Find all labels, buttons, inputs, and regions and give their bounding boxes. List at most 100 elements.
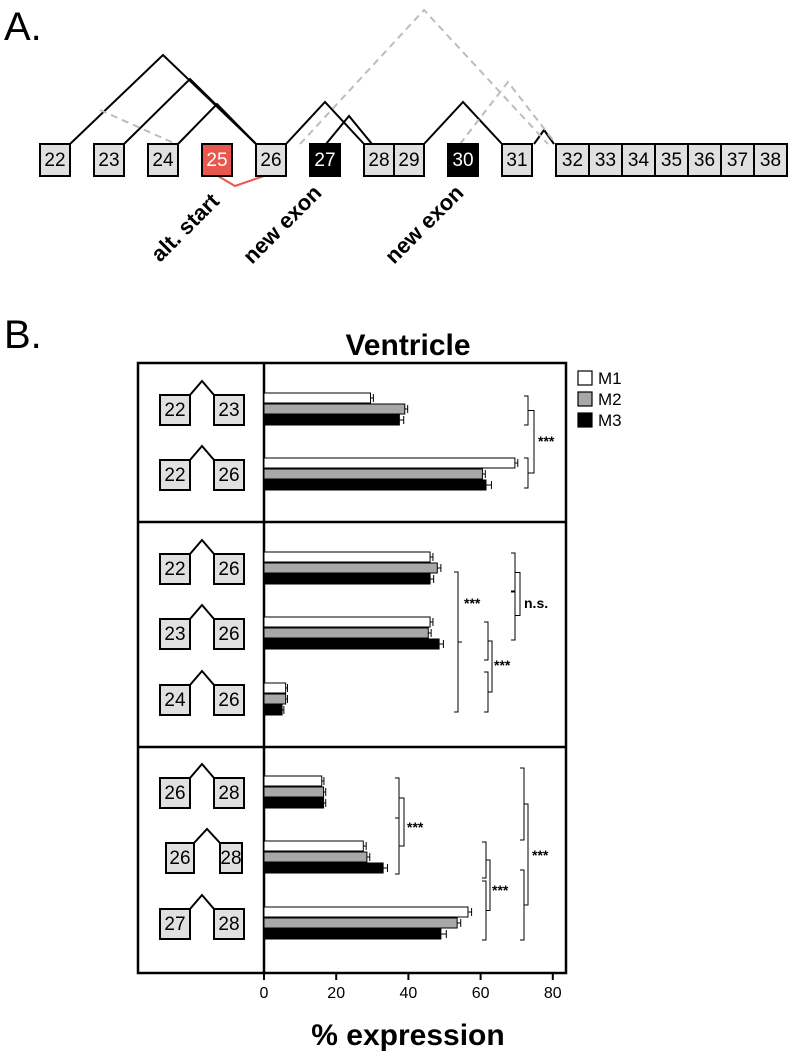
junction-24-26 [177, 102, 257, 145]
junction-exon-right-label: 26 [218, 559, 239, 580]
exon-24 [147, 143, 179, 177]
exon-25 [201, 143, 233, 177]
junction-30-32 [459, 80, 557, 145]
exon-label-25: 25 [206, 150, 227, 171]
junction-27-28 [325, 114, 373, 145]
exon-22 [39, 143, 71, 177]
exon-26 [255, 143, 287, 177]
bar-M2 [263, 468, 483, 480]
chart-title: Ventricle [345, 329, 470, 362]
junction-23-26 [123, 77, 257, 145]
sig-bracket-g2b [515, 572, 521, 616]
sig-bracket-g3a [399, 797, 405, 847]
panel-b-label: B. [4, 313, 42, 357]
x-tick-label: 60 [472, 985, 490, 1002]
junction-exon-right-label: 28 [218, 783, 239, 804]
junction-exon-right-label: 23 [218, 400, 239, 421]
bar-M3 [263, 928, 442, 940]
exon-28 [363, 143, 395, 177]
x-tick-label: 80 [544, 985, 562, 1002]
junction-22-26 [69, 53, 257, 145]
junction-exon-right-label: 28 [220, 848, 241, 869]
alt-start-annotation: alt. start [146, 188, 225, 267]
exon-label-24: 24 [152, 150, 174, 171]
bar-M2 [263, 786, 325, 798]
panel-a-label: A. [4, 5, 42, 49]
junction-exon-left-label: 24 [164, 690, 186, 711]
x-tick-label: 0 [260, 985, 269, 1002]
exon-30 [447, 143, 479, 177]
exon-label-34: 34 [628, 150, 650, 171]
junction-exon-right [213, 618, 245, 650]
bar-M2 [263, 851, 368, 863]
exon-label-26: 26 [260, 150, 281, 171]
bar-M2 [263, 562, 438, 574]
junction-exon-left-label: 26 [169, 848, 190, 869]
junction-exon-right [219, 842, 243, 874]
junction-arc [189, 444, 215, 461]
legend-swatch-M1 [577, 370, 593, 386]
sig-bracket-g1-a [524, 395, 529, 426]
sig-label: n.s. [524, 595, 548, 611]
exon-label-36: 36 [694, 150, 715, 171]
exon-label-28: 28 [368, 150, 389, 171]
new-exon-annotation-1: new exon [238, 180, 327, 269]
sig-label: *** [492, 882, 509, 898]
legend-label-M2: M2 [598, 390, 622, 409]
sig-label: *** [538, 433, 555, 449]
junction-exon-right-label: 26 [218, 690, 239, 711]
junction-exon-right [213, 553, 245, 585]
sig-bracket-g3a-a [395, 777, 400, 819]
junction-26-28 [285, 100, 365, 145]
bar-M3 [263, 479, 487, 491]
junction-exon-left [159, 777, 191, 809]
bar-M3 [263, 797, 325, 809]
sig-bracket-g3b-a [482, 841, 487, 879]
sig-bracket-g3a-b [395, 817, 400, 875]
junction-arc [189, 603, 215, 620]
exon-32 [555, 143, 590, 177]
sig-bracket-g2c-b [484, 671, 489, 713]
legend-swatch-M3 [577, 412, 593, 428]
junction-arc [189, 893, 215, 910]
sig-label: *** [532, 847, 549, 863]
junction-exon-right [213, 459, 245, 491]
x-tick-label: 40 [400, 985, 418, 1002]
exon-label-35: 35 [661, 150, 682, 171]
exon-38 [753, 143, 788, 177]
junction-exon-left-label: 22 [164, 559, 185, 580]
exon-label-32: 32 [562, 150, 583, 171]
sig-bracket-g3b-b [482, 880, 487, 941]
junction-exon-left-label: 23 [164, 624, 185, 645]
bar-M1 [263, 392, 371, 404]
bar-M1 [263, 682, 287, 694]
legend-label-M3: M3 [598, 411, 622, 430]
junction-arc [189, 379, 215, 396]
junction-exon-right [213, 394, 245, 426]
junction-exon-left-label: 22 [164, 465, 185, 486]
sig-bracket-g2a-b [454, 571, 459, 713]
sig-label: *** [494, 657, 511, 673]
bar-M3 [263, 414, 400, 426]
junction-arc [189, 762, 215, 779]
alt-start-connector [217, 175, 265, 188]
sig-bracket-g3c-b [520, 869, 525, 941]
junction-exon-right [213, 908, 245, 940]
x-axis-label: % expression [311, 1019, 504, 1052]
sig-bracket-g2c [488, 640, 493, 693]
bar-M1 [263, 906, 469, 918]
new-exon-annotation-2: new exon [380, 180, 469, 269]
junction-arc [189, 538, 215, 555]
exon-label-37: 37 [727, 150, 748, 171]
junction-exon-left-label: 22 [164, 400, 185, 421]
sig-bracket-g2a-a [454, 571, 459, 713]
junction-exon-right [213, 684, 245, 716]
junction-arc [189, 669, 215, 686]
exon-29 [393, 143, 425, 177]
junction-exon-left [159, 684, 191, 716]
exon-label-30: 30 [452, 150, 473, 171]
sig-bracket-g2b-b [511, 590, 516, 641]
